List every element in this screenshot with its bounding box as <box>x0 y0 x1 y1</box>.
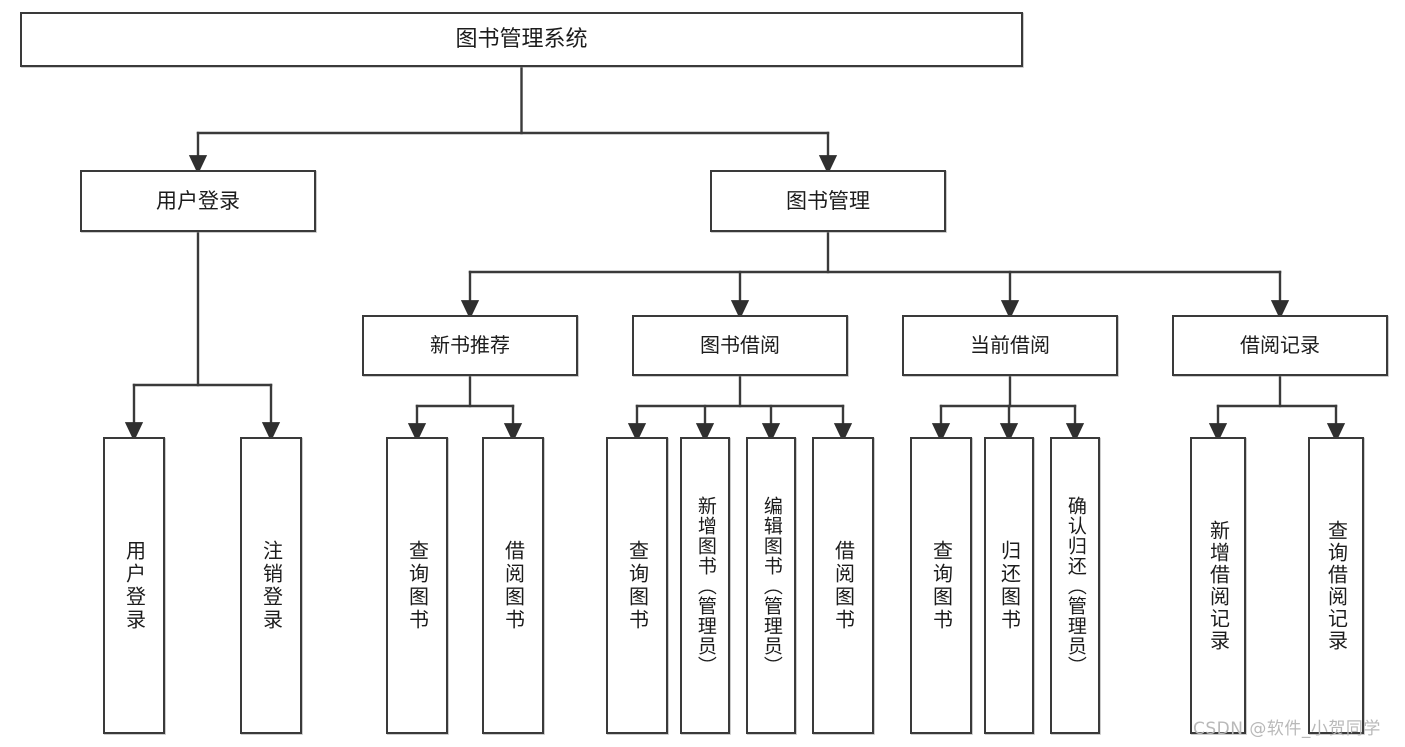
node-leaf-user-login-label: 用户登录 <box>122 539 147 632</box>
node-leaf-borrow-do-label: 借阅图书 <box>831 539 856 632</box>
node-leaf-user-login[interactable]: 用户登录 <box>103 437 165 734</box>
node-book-borrow[interactable]: 图书借阅 <box>632 315 848 376</box>
node-leaf-cur-return[interactable]: 归还图书 <box>984 437 1034 734</box>
node-root[interactable]: 图书管理系统 <box>20 12 1023 67</box>
node-leaf-cur-confirm[interactable]: 确认归还（管理员） <box>1050 437 1100 734</box>
node-leaf-rec-add-label: 新增借阅记录 <box>1206 519 1231 652</box>
node-leaf-cur-query[interactable]: 查询图书 <box>910 437 972 734</box>
node-leaf-cur-return-label: 归还图书 <box>997 539 1022 632</box>
node-book-borrow-label: 图书借阅 <box>700 333 780 357</box>
node-leaf-rec-query-label: 查询图书 <box>405 539 430 632</box>
watermark: CSDN @软件_小贺同学 <box>1193 719 1381 739</box>
node-borrow-record-label: 借阅记录 <box>1240 333 1320 357</box>
node-current-borrow[interactable]: 当前借阅 <box>902 315 1118 376</box>
node-leaf-cur-query-label: 查询图书 <box>929 539 954 632</box>
node-leaf-borrow-add[interactable]: 新增图书（管理员） <box>680 437 730 734</box>
node-leaf-borrow-add-label: 新增图书（管理员） <box>694 495 717 676</box>
node-new-book-rec[interactable]: 新书推荐 <box>362 315 578 376</box>
node-leaf-user-logout-label: 注销登录 <box>259 539 284 632</box>
node-leaf-rec-query2-label: 查询借阅记录 <box>1324 519 1349 652</box>
node-leaf-borrow-edit-label: 编辑图书（管理员） <box>760 495 783 676</box>
node-leaf-rec-query[interactable]: 查询图书 <box>386 437 448 734</box>
node-borrow-record[interactable]: 借阅记录 <box>1172 315 1388 376</box>
node-user-login-label: 用户登录 <box>156 188 240 213</box>
node-new-book-rec-label: 新书推荐 <box>430 333 510 357</box>
node-leaf-borrow-query[interactable]: 查询图书 <box>606 437 668 734</box>
node-leaf-rec-add[interactable]: 新增借阅记录 <box>1190 437 1246 734</box>
node-leaf-borrow-do[interactable]: 借阅图书 <box>812 437 874 734</box>
node-book-manage-label: 图书管理 <box>786 188 870 213</box>
node-leaf-rec-borrow[interactable]: 借阅图书 <box>482 437 544 734</box>
node-leaf-rec-borrow-label: 借阅图书 <box>501 539 526 632</box>
node-user-login[interactable]: 用户登录 <box>80 170 316 232</box>
node-root-label: 图书管理系统 <box>455 26 588 52</box>
node-book-manage[interactable]: 图书管理 <box>710 170 946 232</box>
node-leaf-borrow-edit[interactable]: 编辑图书（管理员） <box>746 437 796 734</box>
node-current-borrow-label: 当前借阅 <box>970 333 1050 357</box>
node-leaf-cur-confirm-label: 确认归还（管理员） <box>1064 495 1087 676</box>
node-leaf-borrow-query-label: 查询图书 <box>625 539 650 632</box>
node-leaf-user-logout[interactable]: 注销登录 <box>240 437 302 734</box>
node-leaf-rec-query2[interactable]: 查询借阅记录 <box>1308 437 1364 734</box>
